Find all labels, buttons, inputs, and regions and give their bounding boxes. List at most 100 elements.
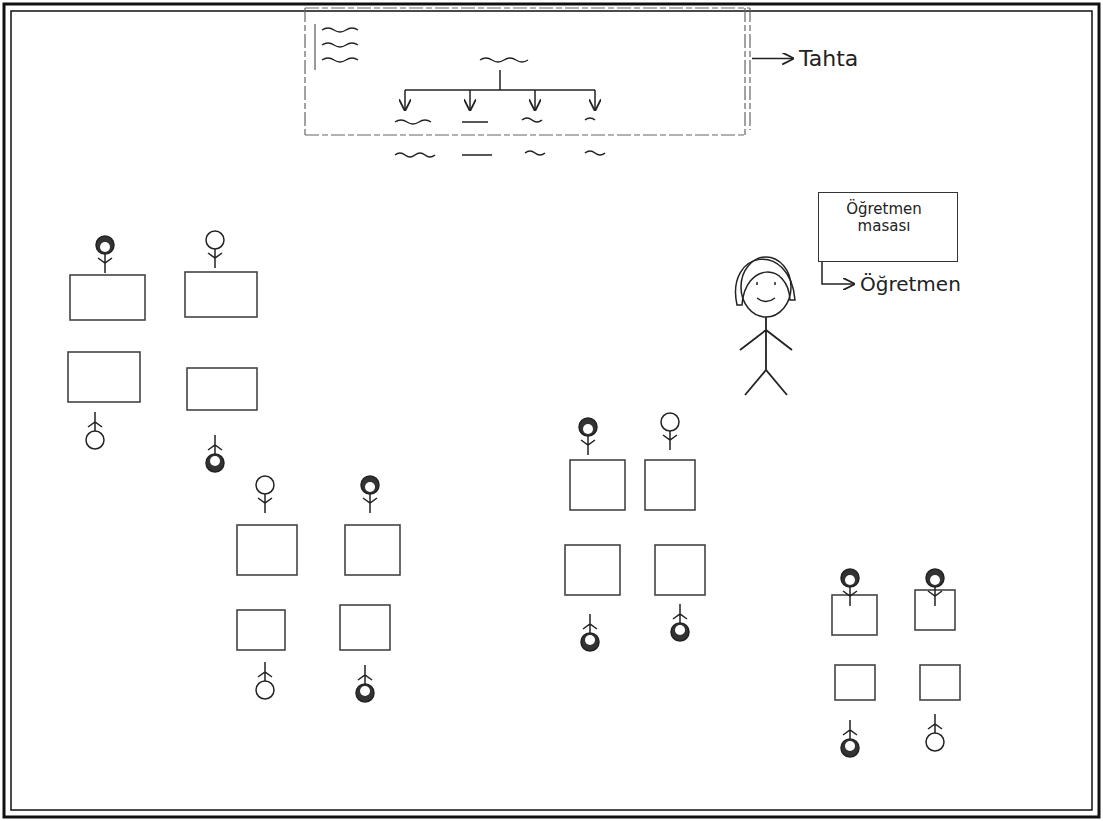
student-desk bbox=[835, 665, 875, 700]
board-tree-arrow bbox=[404, 90, 406, 110]
board-tree-stem bbox=[499, 70, 501, 90]
student-head bbox=[86, 431, 104, 449]
student-body bbox=[363, 494, 377, 513]
student-figure bbox=[671, 604, 689, 641]
student-head bbox=[256, 681, 274, 699]
student-head bbox=[361, 476, 379, 494]
student-face bbox=[675, 625, 685, 635]
student-body bbox=[258, 662, 272, 681]
board-tree-arrow bbox=[534, 90, 536, 110]
student-figure bbox=[96, 236, 114, 273]
teacher-face bbox=[757, 282, 775, 302]
desk-label: Öğretmen masası bbox=[829, 201, 939, 236]
student-head bbox=[671, 623, 689, 641]
outer-frame bbox=[4, 4, 1099, 817]
student-figure bbox=[206, 231, 224, 268]
student-body bbox=[358, 665, 372, 684]
student-head bbox=[661, 413, 679, 431]
student-head bbox=[841, 569, 859, 587]
student-face bbox=[845, 741, 855, 751]
student-head bbox=[256, 476, 274, 494]
student-body bbox=[673, 604, 687, 623]
student-body bbox=[208, 435, 222, 454]
student-figure bbox=[361, 476, 379, 513]
student-head bbox=[926, 733, 944, 751]
student-desk bbox=[68, 352, 140, 402]
board-outline bbox=[305, 8, 750, 135]
student-face bbox=[210, 456, 220, 466]
student-figure bbox=[841, 569, 859, 606]
desk-group bbox=[68, 272, 960, 700]
student-desk bbox=[185, 272, 257, 317]
student-desk bbox=[187, 368, 257, 410]
student-figure bbox=[356, 665, 374, 702]
teacher-hair bbox=[736, 259, 795, 305]
student-desk bbox=[345, 525, 400, 575]
teacher-body bbox=[740, 317, 792, 395]
student-desk bbox=[570, 460, 625, 510]
student-figure bbox=[256, 476, 274, 513]
blackboard bbox=[305, 8, 750, 157]
board-tree-arrow bbox=[469, 90, 471, 110]
student-desk bbox=[70, 275, 145, 320]
student-desk bbox=[645, 460, 695, 510]
student-body bbox=[843, 587, 857, 606]
student-head bbox=[206, 454, 224, 472]
student-body bbox=[663, 431, 677, 450]
student-figure bbox=[256, 662, 274, 699]
student-head bbox=[581, 633, 599, 651]
student-face bbox=[100, 242, 110, 252]
student-body bbox=[928, 714, 942, 733]
student-head bbox=[96, 236, 114, 254]
student-body bbox=[581, 436, 595, 455]
teacher-figure bbox=[736, 257, 795, 395]
student-figure bbox=[579, 418, 597, 455]
student-head bbox=[206, 231, 224, 249]
student-head bbox=[926, 569, 944, 587]
student-figure bbox=[581, 614, 599, 651]
student-face bbox=[360, 686, 370, 696]
student-figure bbox=[926, 569, 944, 606]
student-group bbox=[86, 231, 944, 757]
board-margin bbox=[314, 24, 315, 70]
student-face bbox=[365, 482, 375, 492]
student-body bbox=[88, 412, 102, 431]
student-desk bbox=[237, 525, 297, 575]
teacher-label: Öğretmen bbox=[858, 272, 963, 296]
student-figure bbox=[926, 714, 944, 751]
student-figure bbox=[841, 720, 859, 757]
student-body bbox=[208, 249, 222, 268]
board-label: Tahta bbox=[797, 46, 860, 71]
student-face bbox=[845, 575, 855, 585]
student-desk bbox=[565, 545, 620, 595]
student-desk bbox=[340, 605, 390, 650]
student-head bbox=[579, 418, 597, 436]
student-face bbox=[930, 575, 940, 585]
student-figure bbox=[86, 412, 104, 449]
student-head bbox=[841, 739, 859, 757]
student-figure bbox=[661, 413, 679, 450]
board-writing bbox=[322, 28, 605, 157]
student-desk bbox=[832, 595, 877, 635]
student-desk bbox=[237, 610, 285, 650]
inner-frame bbox=[11, 11, 1092, 810]
teacher-desk: Öğretmen masası bbox=[818, 192, 958, 262]
student-face bbox=[585, 635, 595, 645]
student-body bbox=[98, 254, 112, 273]
student-body bbox=[258, 494, 272, 513]
student-figure bbox=[206, 435, 224, 472]
teacher-head bbox=[741, 257, 791, 317]
board-tree-words bbox=[395, 118, 595, 124]
student-body bbox=[583, 614, 597, 633]
leader-line bbox=[752, 58, 793, 60]
student-desk bbox=[655, 545, 705, 595]
student-body bbox=[843, 720, 857, 739]
student-head bbox=[356, 684, 374, 702]
student-face bbox=[583, 424, 593, 434]
student-body bbox=[928, 587, 942, 606]
board-tree-arrow bbox=[594, 90, 596, 110]
student-desk bbox=[920, 665, 960, 700]
